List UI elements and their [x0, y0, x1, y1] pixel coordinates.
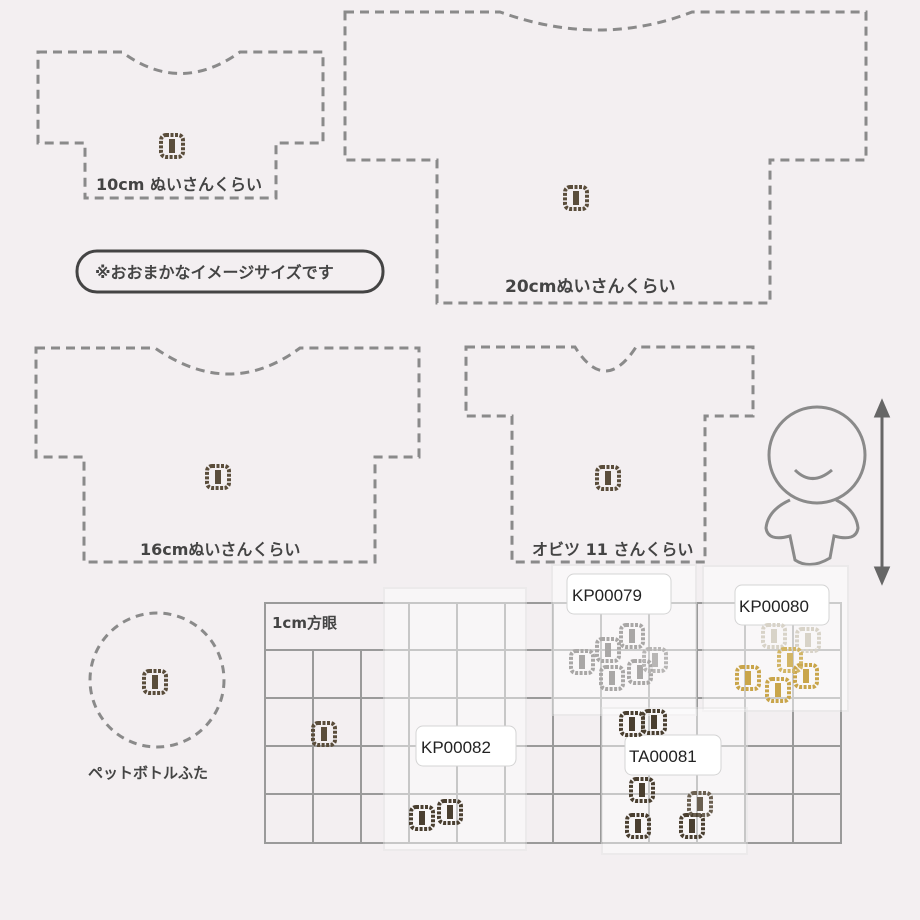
notice-badge — [75, 249, 385, 294]
package-kp00082: KP00082 — [383, 587, 527, 851]
height-arrow-icon — [873, 398, 891, 586]
buckle-icon — [142, 669, 168, 695]
package-code-label: KP00080 — [739, 597, 809, 616]
notice-text: ※おおまかなイメージサイズです — [95, 263, 334, 282]
label-bottle-cap: ペットボトルふた — [88, 764, 208, 782]
package-code-label: KP00079 — [572, 586, 642, 605]
package-kp00080: KP00080 — [702, 565, 849, 712]
label-20cm: 20cmぬいさんくらい — [505, 277, 675, 297]
buckle-icon — [159, 133, 185, 159]
bottle-cap-outline — [88, 611, 226, 749]
buckle-icon — [563, 185, 589, 211]
shirt-template-10cm — [36, 50, 325, 200]
label-16cm: 16cmぬいさんくらい — [140, 540, 300, 559]
grid-label: 1cm方眼 — [272, 614, 337, 632]
buckle-icon — [205, 464, 231, 490]
doll-figure-icon — [764, 405, 867, 566]
shirt-template-16cm — [34, 346, 421, 564]
shirt-template-obitsu11 — [464, 345, 755, 564]
shirt-template-20cm — [343, 10, 868, 305]
package-ta00081: TA00081 — [601, 707, 748, 855]
buckle-icon — [595, 465, 621, 491]
label-10cm: 10cm ぬいさんくらい — [96, 175, 262, 194]
package-code-label: TA00081 — [629, 747, 697, 766]
package-code-label: KP00082 — [421, 738, 491, 757]
buckle-icon — [311, 721, 337, 747]
package-kp00079: KP00079 — [551, 564, 697, 716]
label-obitsu11: オビツ 11 さんくらい — [532, 540, 693, 559]
